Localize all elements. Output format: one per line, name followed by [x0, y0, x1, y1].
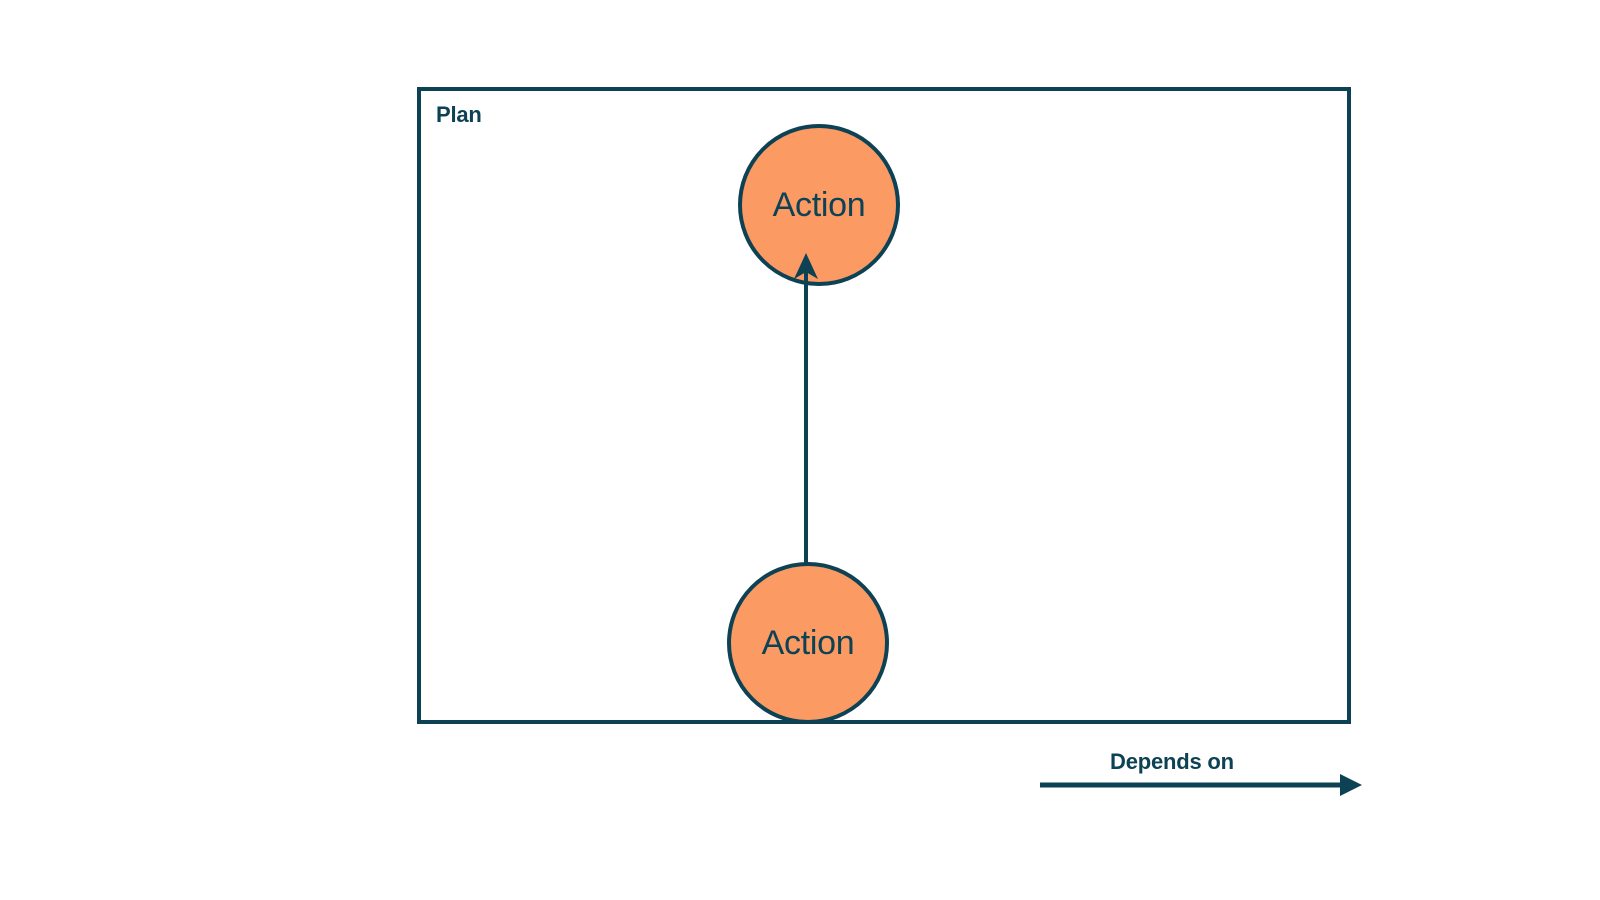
plan-container	[417, 87, 1351, 724]
node-action-top-label: Action	[772, 186, 866, 224]
node-action-bottom[interactable]: Action	[727, 562, 889, 724]
legend-label-depends-on: Depends on	[1110, 749, 1234, 774]
legend-arrowhead-icon	[1340, 774, 1362, 796]
node-action-top[interactable]: Action	[738, 124, 900, 286]
node-action-bottom-label: Action	[761, 624, 855, 662]
plan-container-label: Plan	[436, 102, 482, 127]
